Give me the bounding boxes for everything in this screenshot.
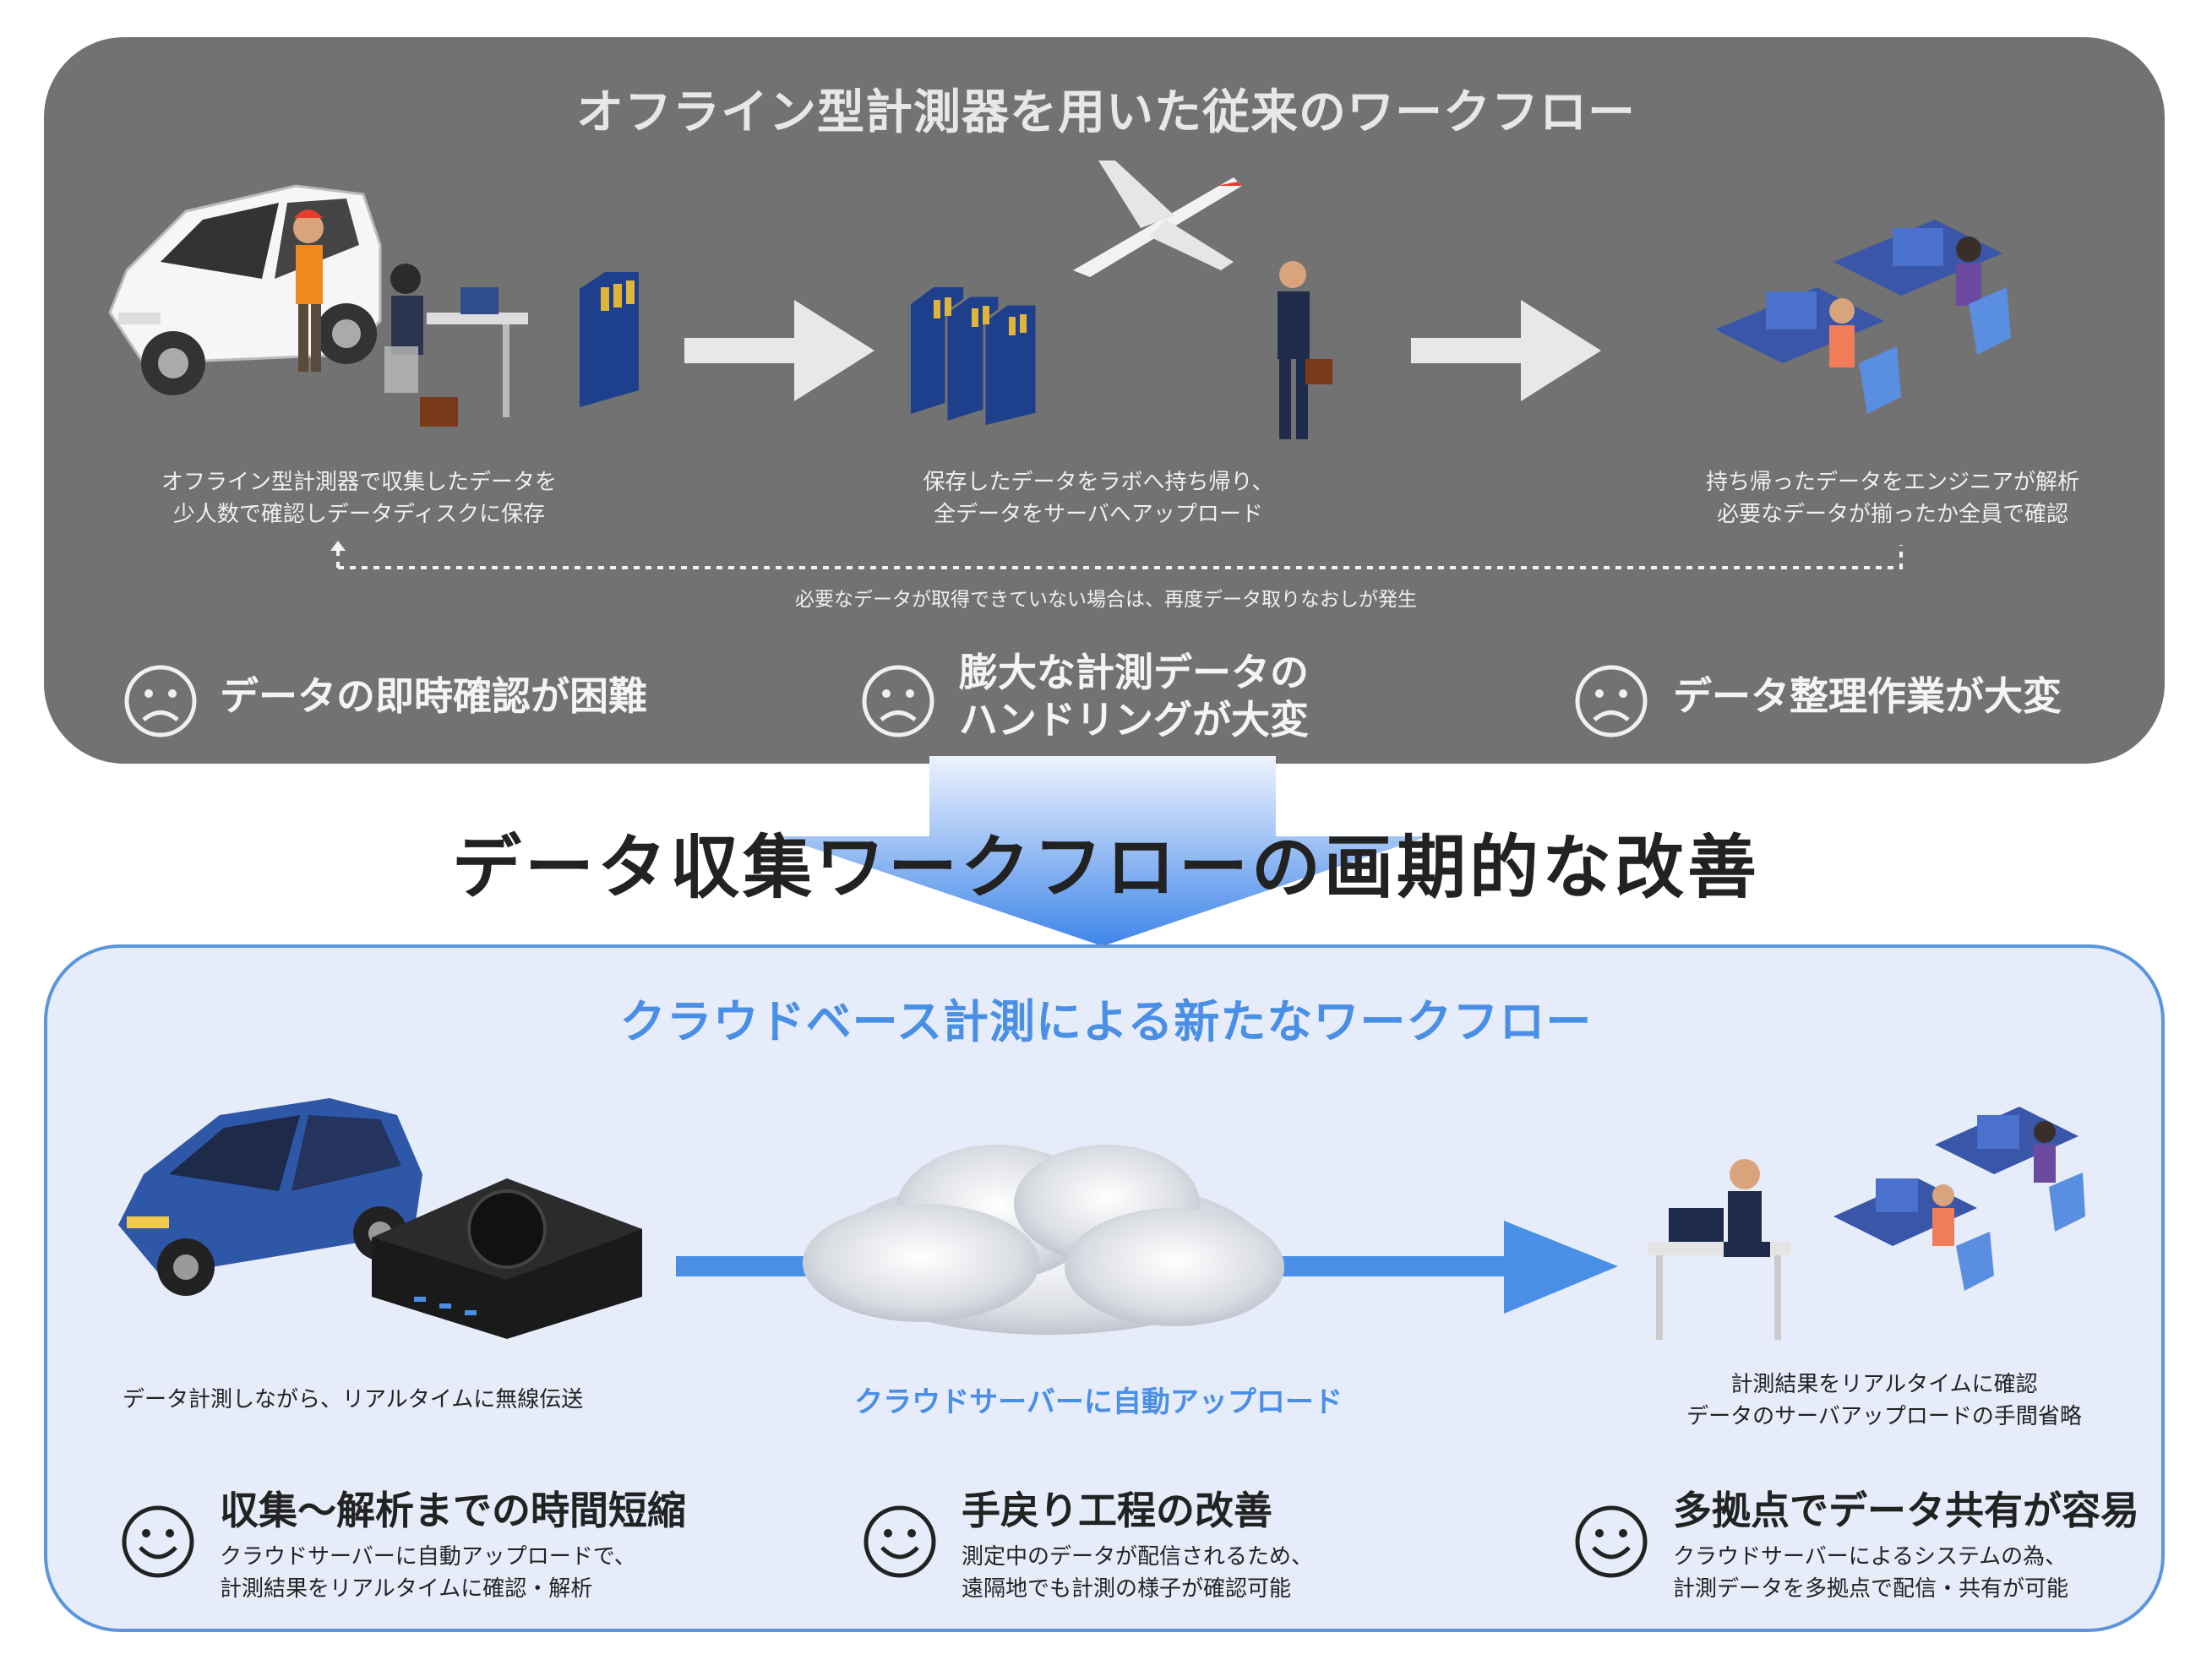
step3-caption: 持ち帰ったデータをエンジニアが解析 必要なデータが揃ったか全員で確認 [1705,470,2079,527]
step2-caption: 保存したデータをラボへ持ち帰り、 全データをサーバへアップロード [923,470,1274,527]
smile-face-icon [864,1505,936,1578]
problem-1: データの即時確認が困難 [220,673,647,719]
benefit-2: 手戻り工程の改善 測定中のデータが配信されるため、 遠隔地でも計測の様子が確認可… [962,1488,1314,1602]
worker-icon [293,210,324,372]
retry-loop-dashed-line [330,541,1903,569]
blue-car-icon [118,1098,422,1296]
conventional-workflow-title: オフライン型計測器を用いた従来のワークフロー [576,85,1636,140]
flow-arrow-1 [684,300,874,401]
multiple-sd-cards-icon [911,287,1038,428]
cloud-workflow-title: クラウドベース計測による新たなワークフロー [619,995,1593,1048]
cloud-upload-caption: クラウドサーバーに自動アップロード [854,1385,1343,1419]
car-and-worker-illustration [108,184,382,395]
problem-2: 膨大な計測データの ハンドリングが大変 [959,650,1309,743]
retry-note: 必要なデータが取得できていない場合は、再度データ取りなおしが発生 [795,589,1417,611]
benefit-1: 収集〜解析までの時間短縮 クラウドサーバーに自動アップロードで、 計測結果をリア… [220,1488,686,1602]
businessman-icon [1278,261,1332,439]
sad-face-icon [862,665,934,737]
benefit-3: 多拠点でデータ共有が容易 クラウドサーバーによるシステムの為、 計測データを多拠… [1673,1488,2139,1602]
main-heading: データ収集ワークフローの画期的な改善 [451,828,1760,908]
realtime-transmission-caption: データ計測しながら、リアルタイムに無線伝送 [123,1387,584,1412]
step1-caption: オフライン型計測器で収集したデータを 少人数で確認しデータディスクに保存 [161,470,557,527]
white-car-icon [108,184,382,395]
person-at-desk-illustration [384,264,528,427]
sd-card-icon [580,272,639,407]
airplane-icon [1073,161,1242,277]
sad-face-icon [124,665,197,737]
smile-face-icon [1575,1505,1648,1578]
sad-face-icon [1575,665,1648,737]
realtime-check-caption: 計測結果をリアルタイムに確認 データのサーバアップロードの手間省略 [1686,1372,2082,1429]
smile-face-icon [122,1505,194,1578]
data-logger-device-icon [372,1178,642,1339]
flow-arrow-2 [1411,300,1601,401]
problem-3: データ整理作業が大変 [1673,673,2062,719]
conventional-workflow-panel [44,37,2165,764]
transition-down-arrow [777,756,1428,946]
engineers-analysis-illustration [1715,220,2011,414]
remote-analyst-illustration [1648,1159,1791,1340]
engineers-team-illustration [1833,1107,2085,1291]
cloud-icon [803,1145,1284,1335]
